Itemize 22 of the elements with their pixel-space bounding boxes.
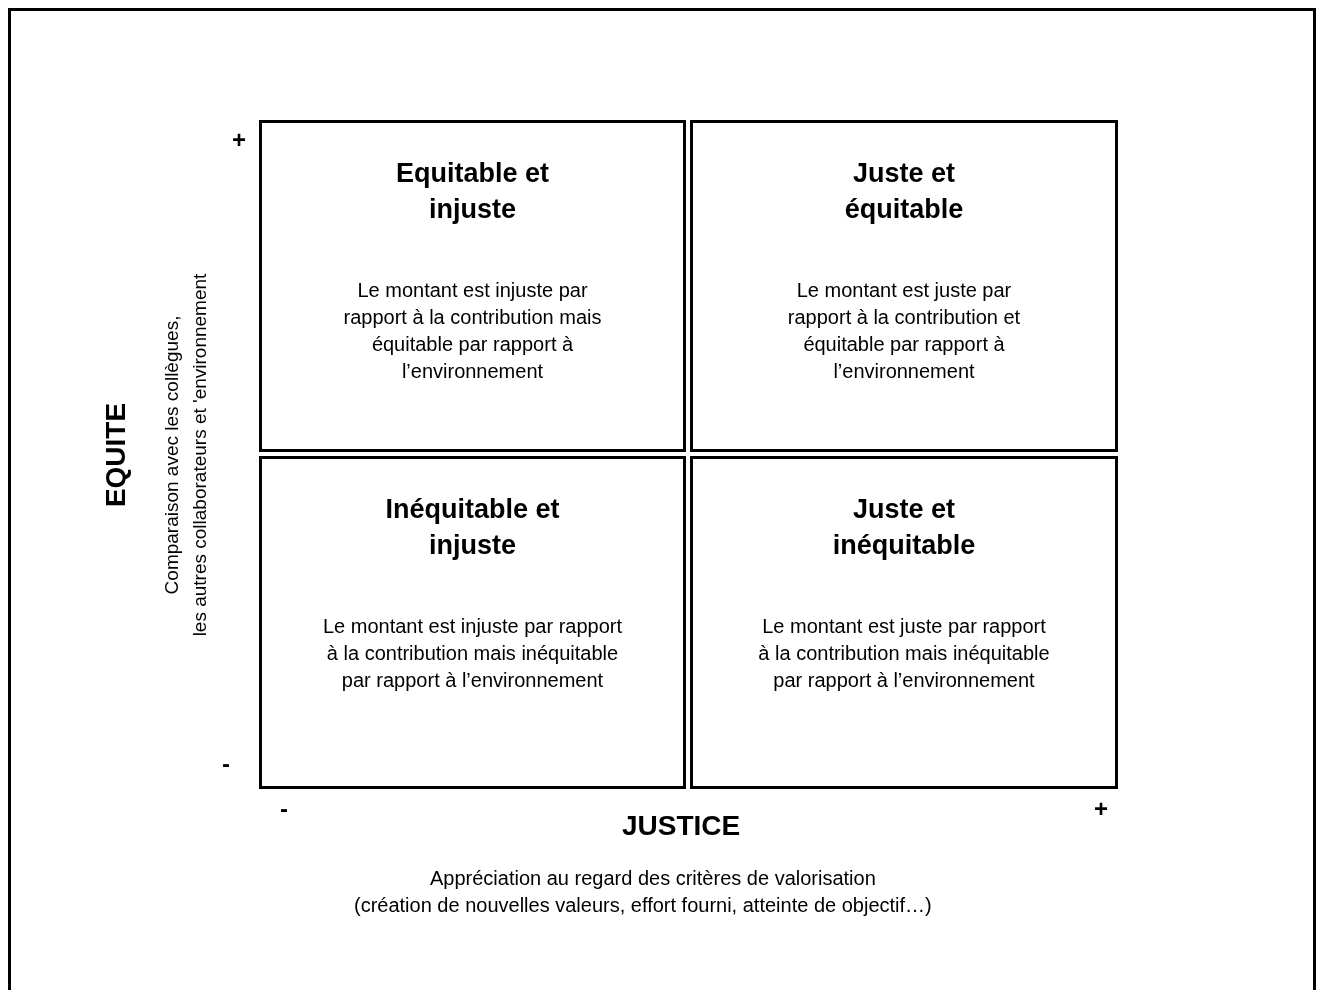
quadrant-title: Equitable et injuste <box>395 157 550 226</box>
quadrant-box <box>259 120 686 452</box>
axis-label: les autres collaborateurs et 'environnement <box>189 273 209 637</box>
axis-label: Comparaison avec les collègues, <box>161 315 181 595</box>
axis-label: + <box>1094 797 1108 821</box>
axis-label: - <box>280 797 288 821</box>
axis-label: JUSTICE <box>622 812 741 840</box>
quadrant-description: Le montant est injuste par rapport à la contribution mais inéquitable par rapport à l’environnement <box>322 614 623 693</box>
axis-label: (création de nouvelles valeurs, effort fourni, atteinte de objectif…) <box>354 895 932 915</box>
quadrant-description: Le montant est juste par rapport à la contribution mais inéquitable par rapport à l’environnement <box>757 614 1051 693</box>
quadrant-box <box>690 456 1118 789</box>
quadrant-description: Le montant est injuste par rapport à la contribution mais équitable par rapport à l’environnement <box>342 278 603 384</box>
quadrant-title: Juste et inéquitable <box>831 493 977 562</box>
quadrant-description: Le montant est juste par rapport à la contribution et équitable par rapport à l’environnement <box>786 278 1022 384</box>
quadrant-title: Inéquitable et injuste <box>384 493 561 562</box>
quadrant-title: Juste et équitable <box>843 157 965 226</box>
quadrant-box <box>259 456 686 789</box>
axis-label: EQUITE <box>102 402 130 508</box>
quadrant-box <box>690 120 1118 452</box>
axis-label: - <box>222 752 230 776</box>
axis-label: + <box>232 128 246 152</box>
axis-label: Appréciation au regard des critères de valorisation <box>430 868 876 888</box>
